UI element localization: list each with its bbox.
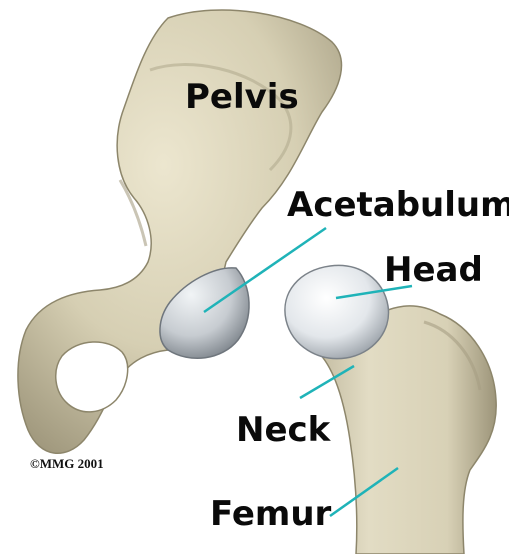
pelvis-label: Pelvis bbox=[185, 80, 299, 114]
femur-label: Femur bbox=[210, 497, 331, 531]
acetabulum-label: Acetabulum bbox=[287, 188, 509, 222]
neck-label: Neck bbox=[236, 413, 330, 447]
femoral-head bbox=[285, 265, 389, 358]
head-label: Head bbox=[384, 253, 483, 287]
copyright-text: ©MMG 2001 bbox=[30, 456, 104, 472]
